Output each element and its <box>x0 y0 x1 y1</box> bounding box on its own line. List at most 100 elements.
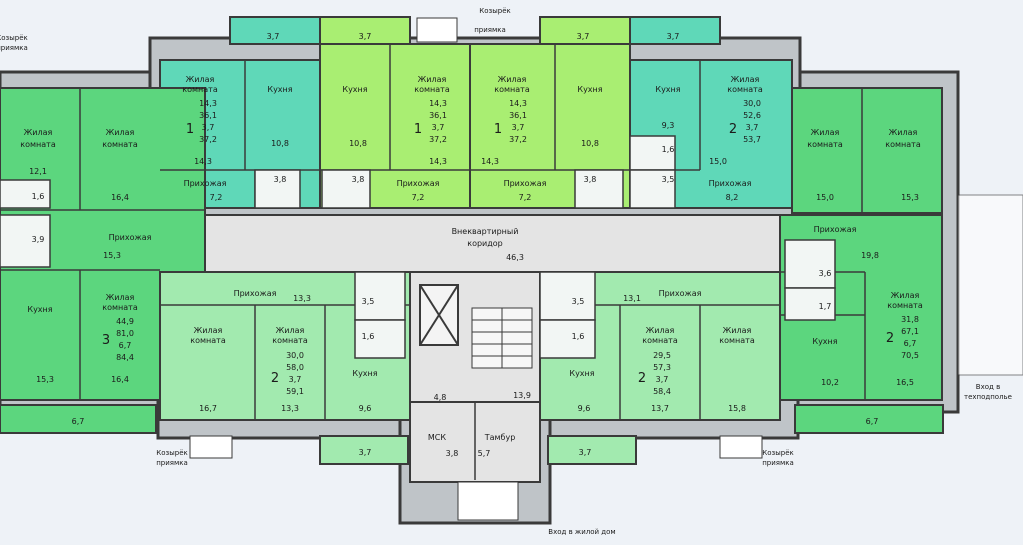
apt7-total: 29,5 <box>653 351 671 360</box>
apt8-area: 70,5 <box>901 351 919 360</box>
apt4-living-label-1: Жилая <box>731 75 760 84</box>
bottom-balconies <box>0 404 944 465</box>
apt8-living-label-2: комната <box>887 301 923 310</box>
apt3-living: 36,1 <box>509 111 527 120</box>
apt1-area: 37,2 <box>199 135 217 144</box>
canopy-top-label-1: Козырёк <box>479 7 510 15</box>
apt4-living3-label-2: комната <box>885 140 921 149</box>
apt2-bath-area: 3,8 <box>352 175 365 184</box>
apt5-living1-label-1: Жилая <box>24 128 53 137</box>
apt2-kitchen-area: 10,8 <box>349 139 367 148</box>
canopy-bottom-right-label-2: приямка <box>762 459 794 467</box>
balcony-top-3: 3,7 <box>577 32 590 41</box>
apt6-area: 59,1 <box>286 387 304 396</box>
apt7-kitchen-area: 9,6 <box>578 404 591 413</box>
apt6-rooms: 2 <box>271 371 279 386</box>
apt5-kitchen-label: Кухня <box>27 305 52 314</box>
apt8-wc-area: 1,7 <box>819 302 832 311</box>
apt7-living1-area: 13,7 <box>651 404 669 413</box>
apt7-living1-label-2: комната <box>642 336 678 345</box>
corridor-label-2: коридор <box>467 239 503 248</box>
apt5-area: 84,4 <box>116 353 134 362</box>
apt5-living: 81,0 <box>116 329 134 338</box>
apt7-wc-area: 1,6 <box>572 332 585 341</box>
apt5-living3-label-2: комната <box>102 303 138 312</box>
tambur-label: Тамбур <box>484 433 516 442</box>
apt4-area: 53,7 <box>743 135 761 144</box>
apt7-bath-area: 3,5 <box>572 297 585 306</box>
apt1-living-label-1: Жилая <box>186 75 215 84</box>
apt1-living: 36,1 <box>199 111 217 120</box>
apt5-wc-area: 1,6 <box>32 192 45 201</box>
apt6-hall-label: Прихожая <box>234 289 277 298</box>
balcony-top-1: 3,7 <box>267 32 280 41</box>
wet-rooms <box>0 135 836 359</box>
basement-entrance-label-2: техподполье <box>964 393 1012 401</box>
apt8-total: 31,8 <box>901 315 919 324</box>
canopy-left-top-label-2: приямка <box>0 44 28 52</box>
apt4-bath-area: 3,5 <box>662 175 675 184</box>
apt2-area: 37,2 <box>429 135 447 144</box>
apt4-wc-area: 1,6 <box>662 145 675 154</box>
apt5-kitchen-area: 15,3 <box>36 375 54 384</box>
apt4-living2-label-2: комната <box>807 140 843 149</box>
apt4-total: 30,0 <box>743 99 761 108</box>
apt6-kitchen-label: Кухня <box>352 369 377 378</box>
apt4-living2-area: 15,0 <box>816 193 834 202</box>
stair-area: 13,9 <box>513 391 531 400</box>
apt8-balcony-area: 6,7 <box>866 417 879 426</box>
apt6-bath-area: 3,5 <box>362 297 375 306</box>
apt1-balcony: 3,7 <box>202 123 215 132</box>
apt1-kitchen-label: Кухня <box>267 85 292 94</box>
apt5-bath-area: 3,9 <box>32 235 45 244</box>
apt4-living3-area: 15,3 <box>901 193 919 202</box>
apt2-living-label-1: Жилая <box>418 75 447 84</box>
apt6-living2-area: 13,3 <box>281 404 299 413</box>
apt7-living2-area: 15,8 <box>728 404 746 413</box>
corridor-label-1: Внеквартирный <box>452 227 519 236</box>
apt5-living3-area: 16,4 <box>111 375 129 384</box>
apt4-balcony: 3,7 <box>746 123 759 132</box>
apt4-living2-label-1: Жилая <box>811 128 840 137</box>
apt8-kitchen-label: Кухня <box>812 337 837 346</box>
apt8-living-label-1: Жилая <box>891 291 920 300</box>
apt5-total: 44,9 <box>116 317 134 326</box>
apt3-rooms: 1 <box>494 122 502 137</box>
apt5-living1-label-2: комната <box>20 140 56 149</box>
apt3-living-label-1: Жилая <box>498 75 527 84</box>
apt6-balcony: 3,7 <box>289 375 302 384</box>
apt7-hall-label: Прихожая <box>659 289 702 298</box>
tambur-area: 5,7 <box>478 449 491 458</box>
apt6-hall-area: 13,3 <box>293 294 311 303</box>
apt5-living2-label-2: комната <box>102 140 138 149</box>
apt6-kitchen-area: 9,6 <box>359 404 372 413</box>
apt1-kitchen-area: 10,8 <box>271 139 289 148</box>
apt3-hall-area: 7,2 <box>519 193 532 202</box>
apt7-hall-area: 13,1 <box>623 294 641 303</box>
msk-label: МСК <box>428 433 446 442</box>
canopy-bottom-left-label-2: приямка <box>156 459 188 467</box>
canopy-bottom-left-label-1: Козырёк <box>156 449 187 457</box>
apt3-hall-label: Прихожая <box>504 179 547 188</box>
apt5-living1-area: 12,1 <box>29 167 47 176</box>
apt3-kitchen-label: Кухня <box>577 85 602 94</box>
lobby-area: 4,8 <box>434 393 447 402</box>
apt6-living1-area: 16,7 <box>199 404 217 413</box>
apt1-rooms: 1 <box>186 122 194 137</box>
apt8-balcony: 6,7 <box>904 339 917 348</box>
apt7-area: 58,4 <box>653 387 671 396</box>
apt-4-wing <box>791 87 943 214</box>
apt3-living-label-2: комната <box>494 85 530 94</box>
apt8-kitchen-area: 10,2 <box>821 378 839 387</box>
apt3-balcony: 3,7 <box>512 123 525 132</box>
apt8-hall-area: 19,8 <box>861 251 879 260</box>
apt3-bath-area: 3,8 <box>584 175 597 184</box>
apt3-total: 14,3 <box>509 99 527 108</box>
apt5-hall-label: Прихожая <box>109 233 152 242</box>
canopy-left-top-label: Козырёк <box>0 34 28 42</box>
apt5-rooms: 3 <box>102 333 110 348</box>
balcony-top-4: 3,7 <box>667 32 680 41</box>
apt7-living1-label-1: Жилая <box>646 326 675 335</box>
apt4-living1-area: 15,0 <box>709 157 727 166</box>
